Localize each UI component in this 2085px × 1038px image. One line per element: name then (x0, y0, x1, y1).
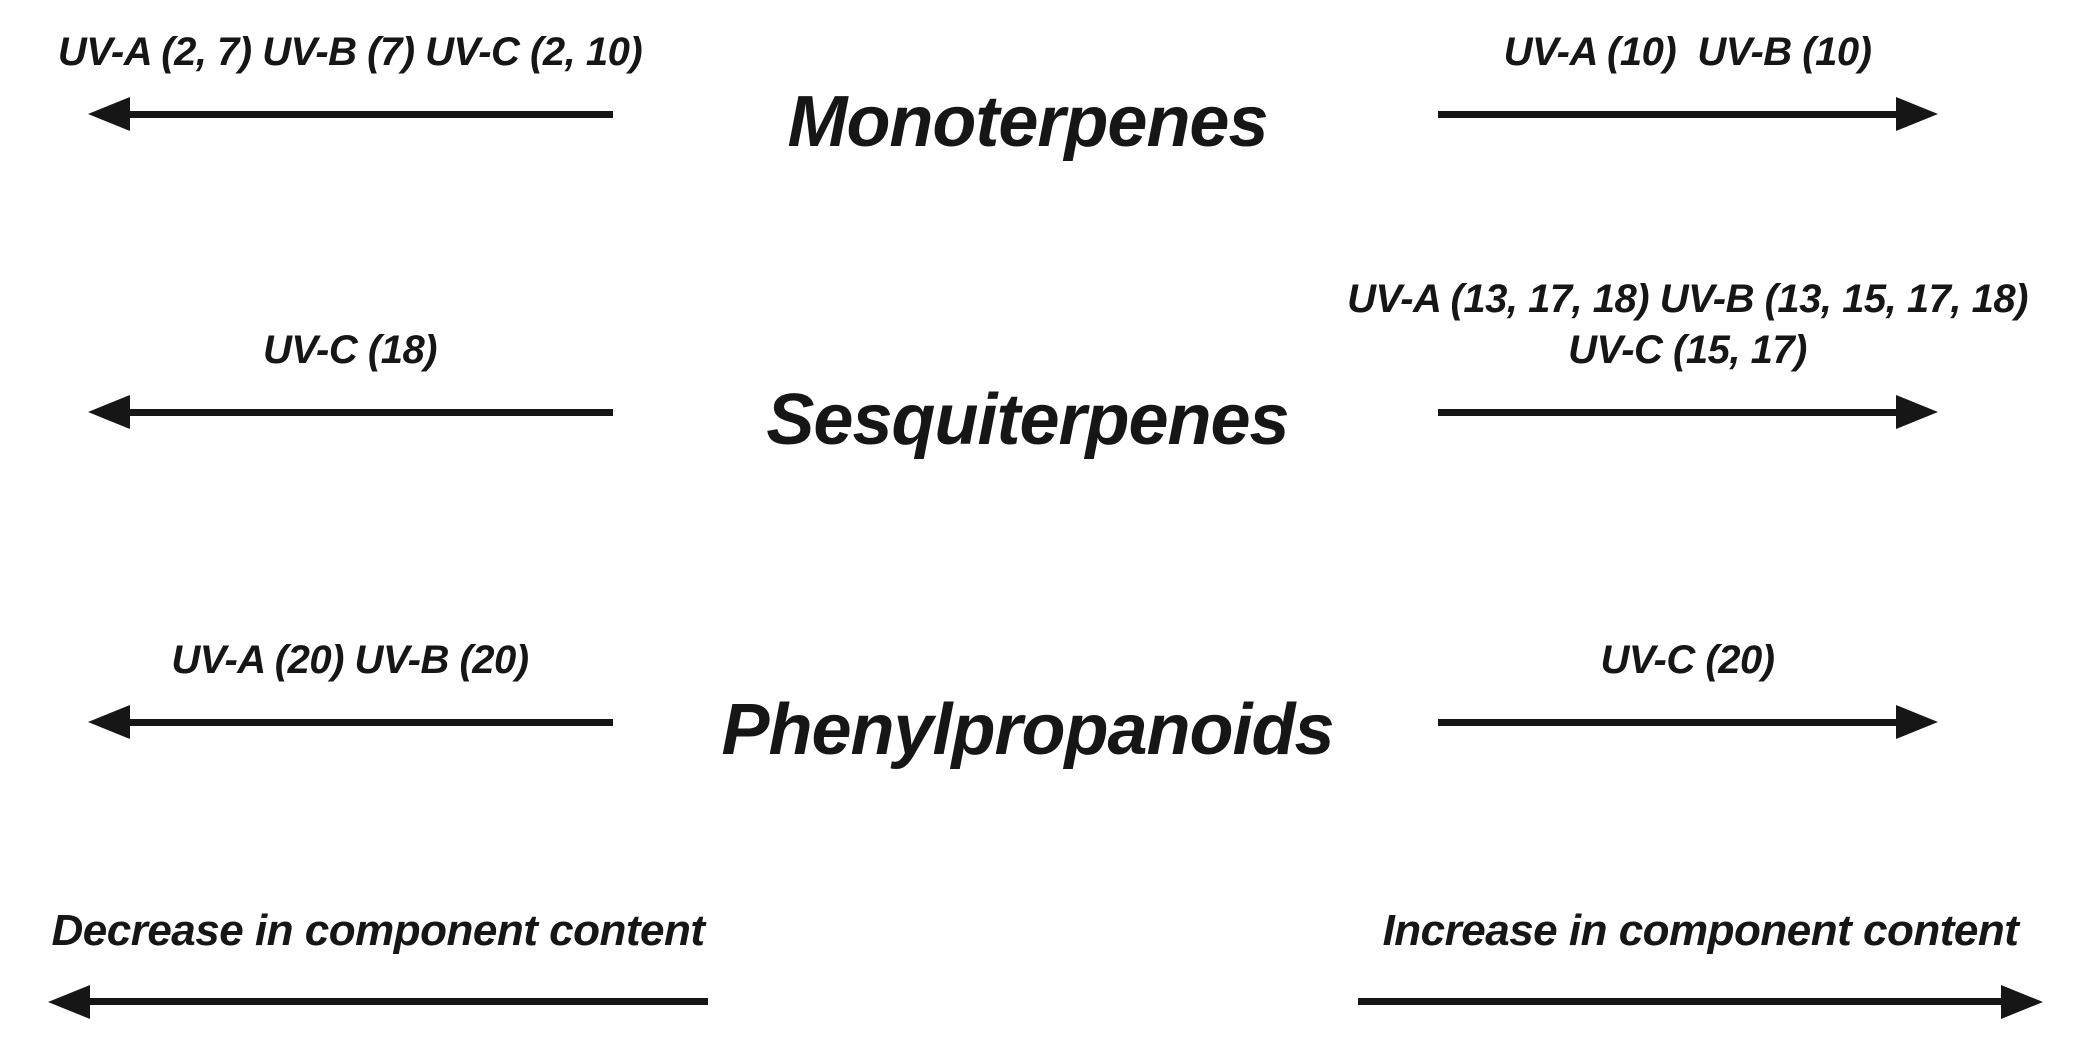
arrow-shaft (90, 998, 708, 1006)
phenylpropanoids-title-cell: Phenylpropanoids (700, 668, 1355, 766)
phenylpropanoids-decrease-cell: UV-A (20) UV-B (20) (0, 635, 700, 740)
decrease-arrow (87, 394, 613, 430)
arrowhead-right-icon (2001, 984, 2043, 1019)
sesquiterpenes-increase-cell: UV-A (13, 17, 18) UV-B (13, 15, 17, 18) … (1347, 274, 2085, 430)
arrowhead-left-icon (87, 97, 130, 131)
arrow-shaft (1358, 998, 2001, 1006)
arrowhead-left-icon (87, 705, 130, 739)
decrease-uv-label: UV-A (20) UV-B (20) (171, 637, 529, 682)
increase-uv-label: UV-A (10) UV-B (10) (1503, 29, 1872, 74)
legend-increase: Increase in component content (1358, 905, 2043, 1020)
arrow-shaft (1437, 718, 1896, 726)
monoterpenes-decrease-cell: UV-A (2, 7) UV-B (7) UV-C (2, 10) (0, 27, 700, 132)
arrow-shaft (1437, 408, 1896, 416)
arrowhead-right-icon (1895, 395, 1938, 429)
arrow-shaft (129, 718, 613, 726)
increase-arrow (1437, 96, 1938, 132)
compound-title: Monoterpenes (787, 82, 1268, 162)
arrow-shaft (129, 110, 613, 118)
monoterpenes-increase-cell: UV-A (10) UV-B (10) (1355, 27, 2085, 132)
sesquiterpenes-decrease-cell: UV-C (18) (0, 325, 700, 430)
increase-uv-label: UV-A (13, 17, 18) UV-B (13, 15, 17, 18) (1347, 276, 2028, 321)
arrowhead-left-icon (87, 395, 130, 429)
arrow-shaft (129, 408, 613, 416)
arrowhead-left-icon (48, 984, 90, 1019)
compound-title: Phenylpropanoids (721, 690, 1334, 770)
decrease-uv-label: UV-C (18) (262, 327, 438, 372)
decrease-uv-label: UV-A (2, 7) UV-B (7) UV-C (2, 10) (57, 29, 643, 74)
legend: Decrease in component content Increase i… (0, 905, 2085, 1020)
legend-decrease-arrow (48, 984, 708, 1020)
increase-uv-label: UV-C (20) (1600, 637, 1775, 682)
increase-uv-label: UV-C (15, 17) (1568, 327, 1807, 372)
increase-arrow (1437, 394, 1938, 430)
arrowhead-right-icon (1895, 97, 1938, 131)
decrease-arrow (87, 96, 613, 132)
arrow-shaft (1437, 110, 1896, 118)
compound-rows: UV-A (2, 7) UV-B (7) UV-C (2, 10) Monote… (0, 27, 2085, 766)
decrease-arrow (87, 704, 613, 740)
legend-decrease: Decrease in component content (48, 905, 708, 1020)
arrowhead-right-icon (1895, 705, 1938, 739)
legend-increase-label: Increase in component content (1382, 906, 2019, 955)
sesquiterpenes-title-cell: Sesquiterpenes (700, 358, 1355, 456)
compound-title: Sesquiterpenes (766, 380, 1289, 460)
increase-arrow (1437, 704, 1938, 740)
phenylpropanoids-increase-cell: UV-C (20) (1355, 635, 2085, 740)
legend-increase-arrow (1358, 984, 2043, 1020)
monoterpenes-title-cell: Monoterpenes (700, 60, 1355, 158)
legend-decrease-label: Decrease in component content (51, 906, 705, 955)
